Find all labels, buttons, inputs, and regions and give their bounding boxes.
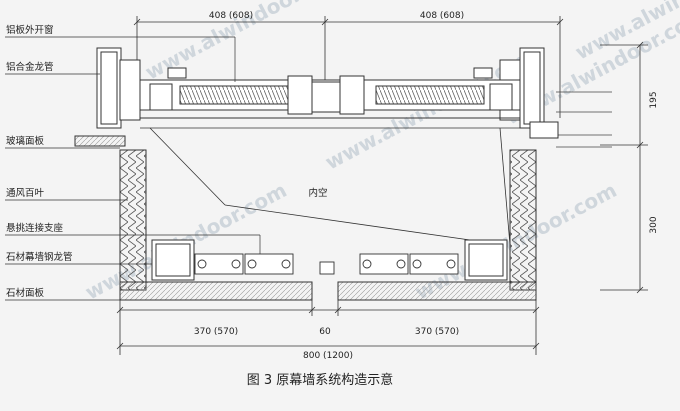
window-assembly xyxy=(139,67,521,119)
dim-top-right: 408 (608) xyxy=(420,11,464,21)
label-aluminum-alloy-mullion: 铝合金龙管 xyxy=(6,61,54,73)
right-insulation xyxy=(509,149,537,291)
cavity-label: 内空 xyxy=(308,187,327,199)
dim-bottom-left: 370 (570) xyxy=(194,327,238,337)
right-wall-edge xyxy=(556,91,612,148)
figure-caption: 图 3 原幕墙系统构造示意 xyxy=(247,372,394,388)
steel-mullions xyxy=(151,239,508,281)
dim-right-lower: 300 xyxy=(649,216,659,233)
dim-right-upper: 195 xyxy=(649,91,659,108)
anchor-brackets xyxy=(194,253,459,275)
top-dimension xyxy=(133,16,564,118)
label-glass-panel: 玻璃面板 xyxy=(6,135,45,147)
label-ventilation-louver: 通风百叶 xyxy=(6,188,45,199)
left-mullion xyxy=(74,47,141,147)
bottom-dimensions xyxy=(116,300,540,355)
cavity-guides xyxy=(140,127,520,246)
dim-top-left: 408 (608) xyxy=(209,11,253,21)
dim-bottom-middle: 60 xyxy=(319,327,331,337)
right-dimension xyxy=(600,41,648,294)
label-cantilever-bracket: 悬挑连接支座 xyxy=(6,222,64,234)
callout-lines xyxy=(5,36,261,301)
stone-panel xyxy=(119,281,537,301)
left-insulation xyxy=(119,149,147,291)
dim-bottom-total: 800 (1200) xyxy=(303,351,353,361)
dim-bottom-right: 370 (570) xyxy=(415,327,459,337)
label-stone-panel: 石材面板 xyxy=(6,287,45,299)
label-aluminum-casement-window: 铝板外开窗 xyxy=(6,24,54,36)
label-stone-curtain-steel-mullion: 石材幕墙钢龙管 xyxy=(6,251,73,263)
